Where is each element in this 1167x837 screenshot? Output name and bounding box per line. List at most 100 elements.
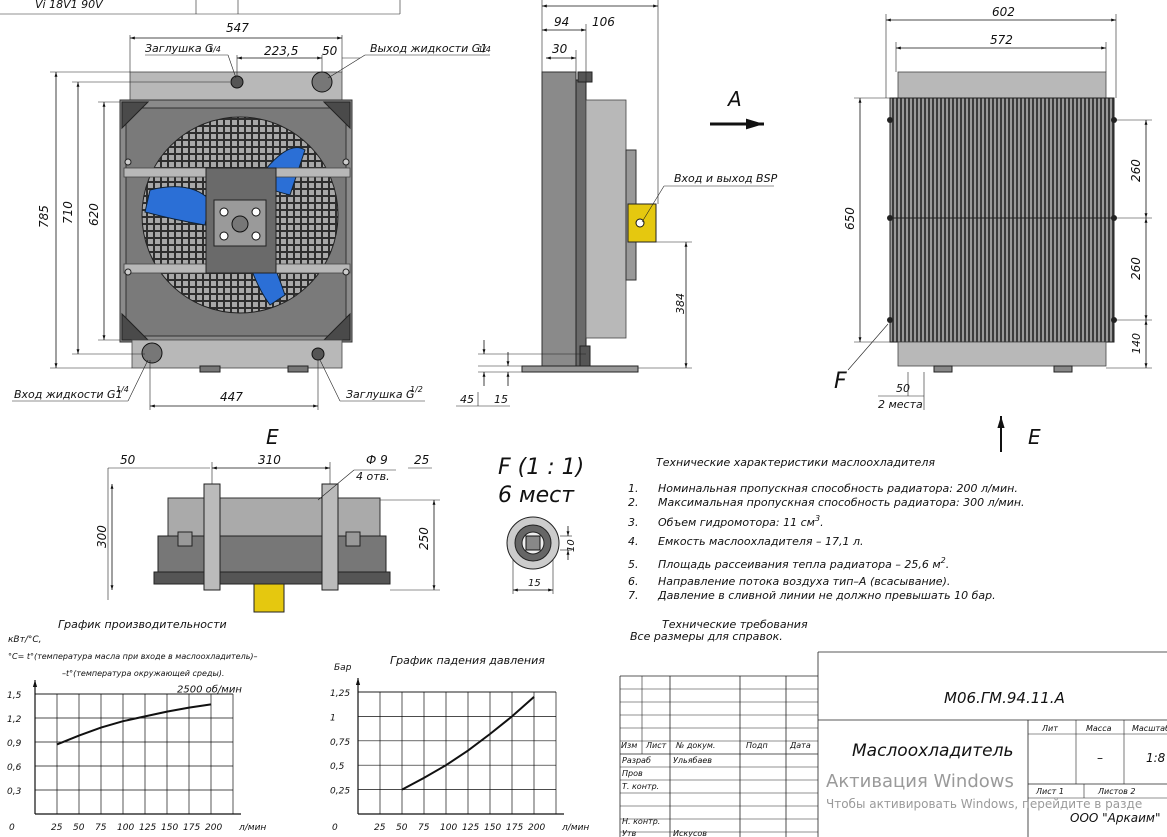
fragment-text: Vi 18V1 90V [35, 0, 104, 11]
req-title: Технические требования [662, 618, 808, 631]
hydraulic-motor [627, 203, 657, 243]
label-inlet-frac: 1/4 [116, 385, 129, 394]
y-tick-label: 1,25 [330, 689, 350, 699]
watermark-line2: Чтобы активировать Windows, перейдите в … [826, 797, 1142, 811]
x-tick-label: 150 [161, 823, 178, 833]
x-tick-label: 175 [183, 823, 200, 833]
label-ports: Вход и выход BSP [674, 172, 778, 185]
spec-number: 1. [628, 482, 639, 495]
dim-300: 300 [95, 525, 109, 548]
dim-94: 94 [554, 15, 569, 29]
hdr-date: Дата [789, 741, 811, 750]
y-tick-label: 1,5 [7, 691, 22, 701]
product-name: Маслоохладитель [852, 741, 1014, 761]
dim-602: 602 [992, 5, 1015, 19]
row-tkontr: Т. контр. [622, 782, 659, 791]
detail-f-title: F (1 : 1) [498, 455, 584, 480]
side-shroud [585, 99, 627, 339]
spec-item: Номинальная пропускная способность радиа… [658, 482, 1018, 495]
row-prov: Пров [622, 769, 643, 778]
x-tick-label: 0 [9, 823, 15, 833]
spec-item: Емкость маслоохладителя – 17,1 л. [658, 535, 864, 548]
dim-260-a: 260 [1129, 159, 1143, 182]
y-tick-label: 0,9 [7, 739, 22, 749]
dim-25: 25 [414, 453, 429, 467]
dim-15-f: 15 [528, 578, 541, 589]
title-block: Изм Лист № докум. Подп Дата Разраб Ульяб… [619, 651, 1167, 837]
dim-310: 310 [258, 453, 281, 467]
dim-30: 30 [552, 42, 568, 56]
y-tick-label: 0,6 [7, 763, 22, 773]
y-tick-label: 0,25 [330, 787, 350, 797]
side-view [521, 71, 657, 373]
series-line [401, 696, 535, 791]
spec-number: 4. [628, 535, 639, 548]
x-tick-label: 150 [484, 823, 501, 833]
windows-watermark[interactable]: Активация Windows Чтобы активировать Win… [826, 771, 1142, 811]
y-tick-label: 1 [330, 713, 336, 723]
spec-item: Площадь рассеивания тепла радиатора – 25… [658, 556, 949, 571]
dim-710: 710 [61, 201, 75, 224]
view-a [887, 71, 1117, 373]
col-lit: Лит [1041, 724, 1058, 733]
x-tick-label: 125 [139, 823, 156, 833]
detail-f: F (1 : 1) 6 мест 10 15 [498, 455, 584, 594]
x-tick-label: 75 [95, 823, 107, 833]
x-tick-label: 100 [440, 823, 457, 833]
row-nkontr: Н. контр. [622, 817, 660, 826]
y-tick-label: 0,3 [7, 787, 22, 797]
hdr-doc: № докум. [675, 741, 715, 750]
view-e-dims: 50 310 Ф 9 4 отв. 25 300 250 [95, 453, 440, 600]
row-utv: Утв [622, 829, 637, 837]
dim-223-5: 223,5 [264, 44, 298, 58]
label-plug-top-frac: 1/4 [208, 45, 221, 54]
dim-phi-9: Ф 9 [366, 453, 388, 467]
motor-bottom [253, 583, 285, 613]
chart1-ylabel: кВт/°С, [8, 635, 42, 645]
x-tick-label: 125 [462, 823, 479, 833]
dim-650: 650 [843, 207, 857, 230]
series-label: 2500 об/мин [177, 683, 242, 695]
chart1-note1: °С= t°(температура масла при входе в мас… [8, 652, 258, 661]
side-view-dims: 94 106 30 A Вход и выход BSP 384 45 15 [456, 0, 778, 407]
dim-620: 620 [87, 203, 101, 226]
x-tick-label: 100 [117, 823, 134, 833]
req-text: Все размеры для справок. [630, 630, 783, 643]
dim-10: 10 [566, 539, 577, 552]
spec-item: Максимальная пропускная способность ради… [658, 496, 1025, 509]
y-tick-label: 1,2 [7, 715, 22, 725]
specs: Технические характеристики маслоохладите… [628, 456, 1025, 643]
label-outlet-frac: 1/4 [478, 45, 491, 54]
view-a-dims: 602 572 650 260 260 140 F 50 2 места E [834, 5, 1152, 452]
dim-50-e: 50 [120, 453, 136, 467]
spec-item: Давление в сливной линии не должно превы… [657, 589, 996, 602]
dim-106: 106 [592, 15, 615, 29]
detail-f-subtitle: 6 мест [498, 483, 575, 508]
x-tick-label: 0 [332, 823, 338, 833]
label-plug-bottom: Заглушка G [346, 388, 415, 401]
company: ООО "Аркаим" [1070, 811, 1160, 825]
drawing-code: М06.ГМ.94.11.А [944, 689, 1065, 707]
bottom-manifold [131, 339, 343, 369]
y-tick-label: 0,5 [330, 762, 345, 772]
dim-15-side: 15 [494, 393, 508, 406]
series-line [56, 703, 212, 746]
label-inlet: Вход жидкости G1 [14, 388, 123, 401]
dim-447: 447 [220, 390, 243, 404]
side-radiator [541, 71, 577, 371]
x-tick-label: 50 [73, 823, 85, 833]
chart1-note2: –t°(температура окружающей среды). [62, 669, 224, 678]
chart2-title: График падения давления [390, 654, 545, 667]
top-left-table-fragment: Vi 18V1 90V [0, 0, 401, 15]
spec-number: 7. [628, 589, 639, 602]
row-utv-name: Искусов [673, 829, 707, 837]
x-unit-label: л/мин [561, 823, 589, 833]
chart2-ylabel: Бар [334, 663, 352, 673]
radiator-fins [889, 97, 1115, 343]
label-f: F [834, 369, 847, 394]
col-mass: Масса [1086, 724, 1112, 733]
x-tick-label: 175 [506, 823, 523, 833]
row-razrab-name: Ульябаев [673, 756, 712, 765]
